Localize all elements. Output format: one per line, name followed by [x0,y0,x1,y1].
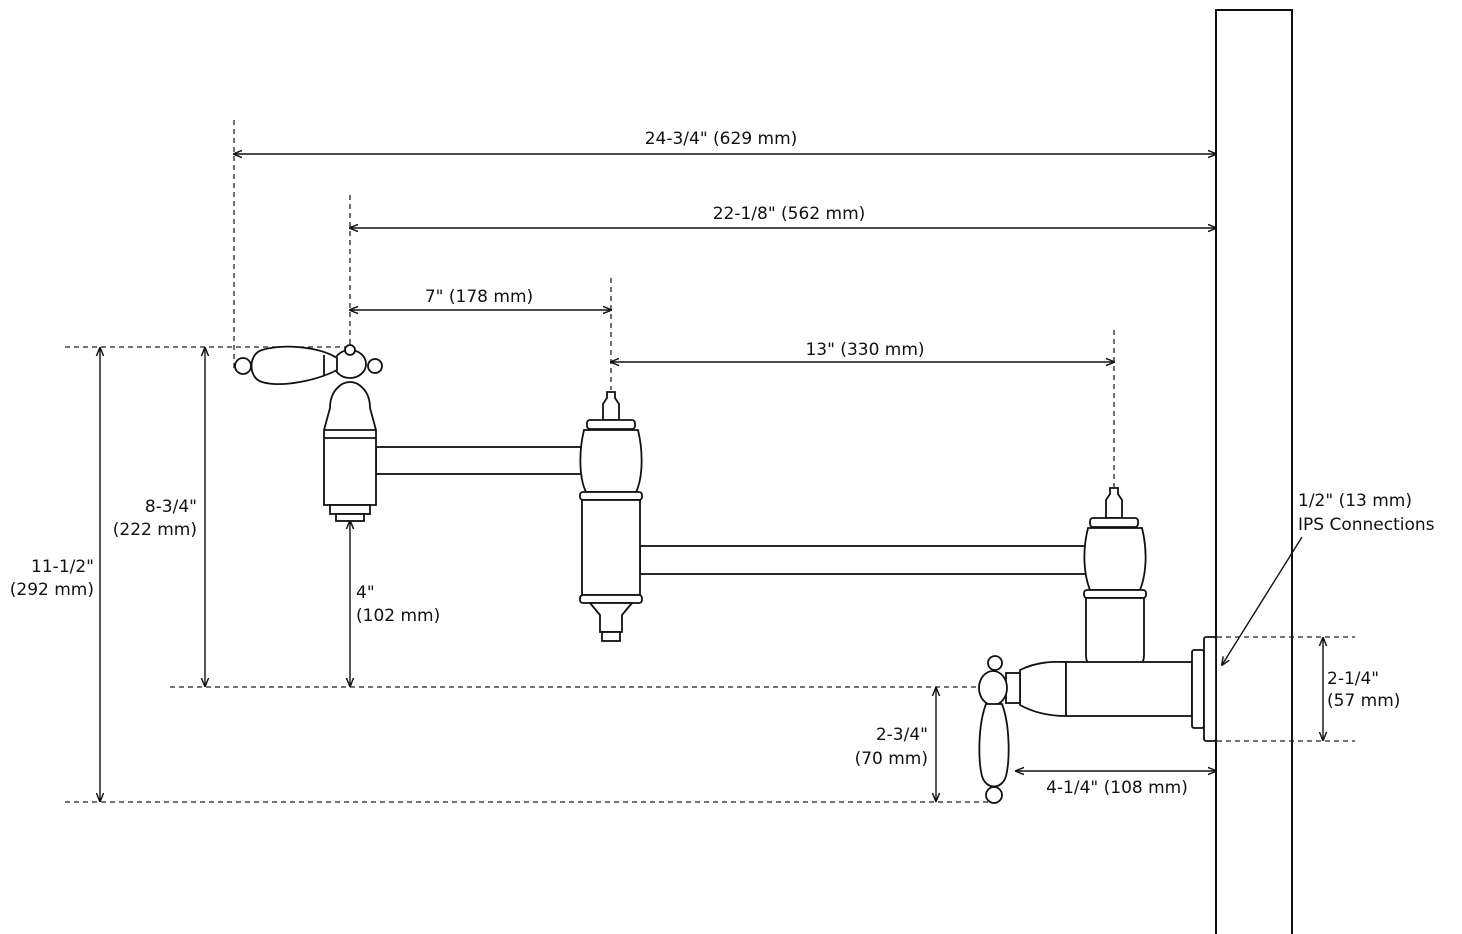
spout-reach-label: 22-1/8" (562 mm) [713,204,866,224]
spout-clearance-in: 4" [356,583,375,603]
flange-in: 2-1/4" [1327,669,1379,689]
wall-offset-label: 4-1/4" (108 mm) [1046,778,1188,798]
total-height-in: 11-1/2" [31,557,94,577]
dimension-lines [100,154,1323,801]
first-arm-label: 7" (178 mm) [425,287,533,307]
spout-clearance-mm: (102 mm) [356,606,440,626]
handle-height-mm: (222 mm) [113,520,197,540]
handle-height-in: 8-3/4" [145,497,197,517]
wall [1215,9,1293,934]
wall-valve-body [1005,636,1217,742]
second-arm [639,545,1091,575]
second-arm-label: 13" (330 mm) [805,340,924,360]
extension-lines [65,120,1355,803]
right-swivel-body [1083,487,1147,671]
overall-reach-label: 24-3/4" (629 mm) [645,129,798,149]
pot-filler-faucet [234,344,1217,804]
first-arm [375,446,587,475]
lower-lever-handle [978,655,1010,804]
spout-end-body [323,381,377,522]
middle-swivel-body [579,391,643,642]
flange-mm: (57 mm) [1327,691,1400,711]
dimension-labels: 24-3/4" (629 mm) 22-1/8" (562 mm) 7" (17… [10,129,1435,798]
upper-lever-handle [234,344,383,385]
ips-callout-line1: 1/2" (13 mm) [1298,491,1412,511]
total-height-mm: (292 mm) [10,580,94,600]
ips-callout-line2: IPS Connections [1298,515,1435,535]
lower-handle-in: 2-3/4" [876,725,928,745]
lower-handle-mm: (70 mm) [855,749,928,769]
